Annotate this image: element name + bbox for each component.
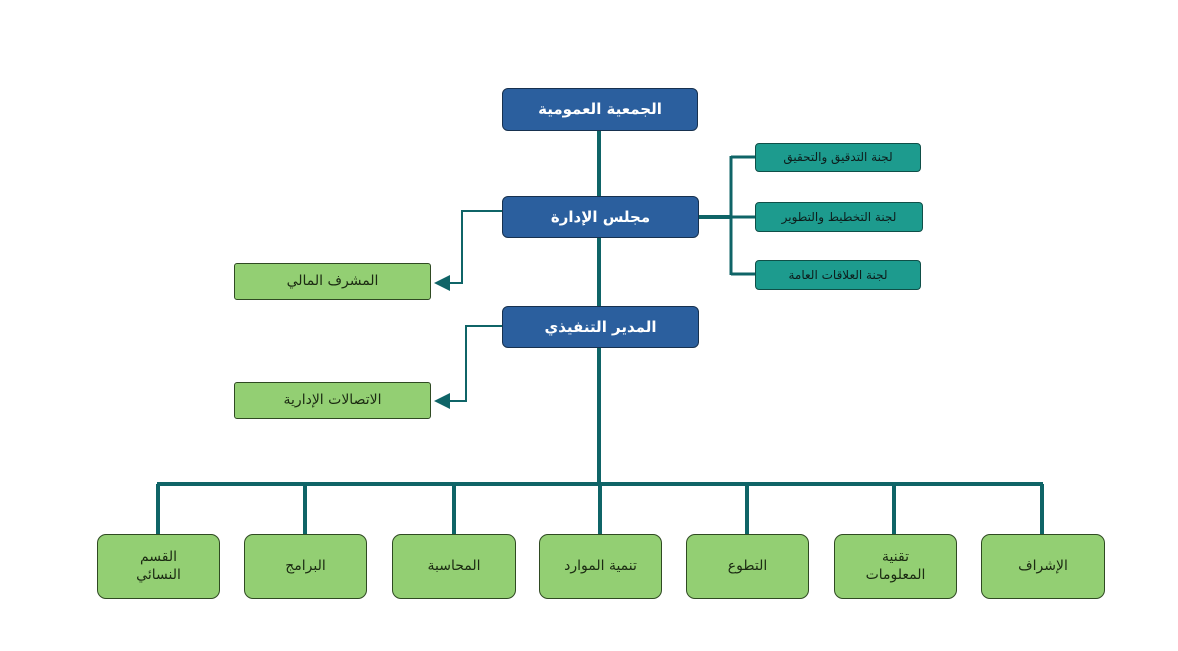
committee-public-relations-box: لجنة العلاقات العامة bbox=[755, 260, 921, 290]
department-supervision: الإشراف bbox=[981, 534, 1105, 599]
department-volunteering: التطوع bbox=[686, 534, 809, 599]
department-information-technology: تقنية المعلومات bbox=[834, 534, 957, 599]
department-womens-section: القسم النسائي bbox=[97, 534, 220, 599]
admin-communications-box: الاتصالات الإدارية bbox=[234, 382, 431, 419]
department-accounting: المحاسبة bbox=[392, 534, 516, 599]
arrow-director-admin-communications bbox=[434, 325, 503, 409]
committee-planning-box: لجنة التخطيط والتطوير bbox=[755, 202, 923, 232]
general-assembly-box: الجمعية العمومية bbox=[502, 88, 698, 131]
board-of-directors-box: مجلس الإدارة bbox=[502, 196, 699, 238]
department-programs: البرامج bbox=[244, 534, 367, 599]
arrow-board-financial-supervisor bbox=[434, 210, 503, 291]
department-resource-development: تنمية الموارد bbox=[539, 534, 662, 599]
committee-audit-box: لجنة التدقيق والتحقيق bbox=[755, 143, 921, 172]
financial-supervisor-box: المشرف المالي bbox=[234, 263, 431, 300]
executive-director-box: المدير التنفيذي bbox=[502, 306, 699, 348]
